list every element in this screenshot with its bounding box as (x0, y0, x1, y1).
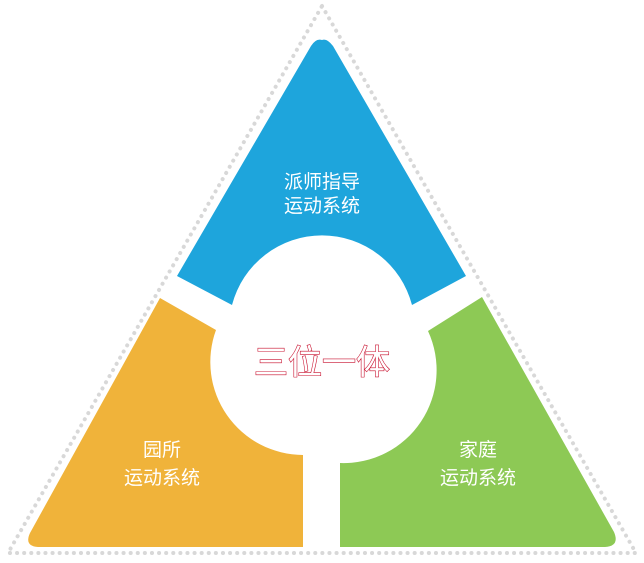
segment-left-label-line2: 运动系统 (124, 467, 200, 489)
center-circle (229, 267, 415, 453)
segment-top-teacher-guidance (177, 39, 466, 305)
segment-right-family (340, 297, 616, 547)
segment-right-label-line1: 家庭 (459, 439, 497, 461)
segment-left-label-line1: 园所 (143, 439, 181, 461)
segment-right-label-line2: 运动系统 (440, 467, 516, 489)
outer-dotted-triangle (6, 4, 638, 555)
segment-left-kindergarten (28, 298, 303, 547)
segment-top-label-line2: 运动系统 (284, 195, 360, 217)
center-label: 三位一体 (254, 343, 390, 383)
segment-top-label-line1: 派师指导 (284, 171, 360, 193)
